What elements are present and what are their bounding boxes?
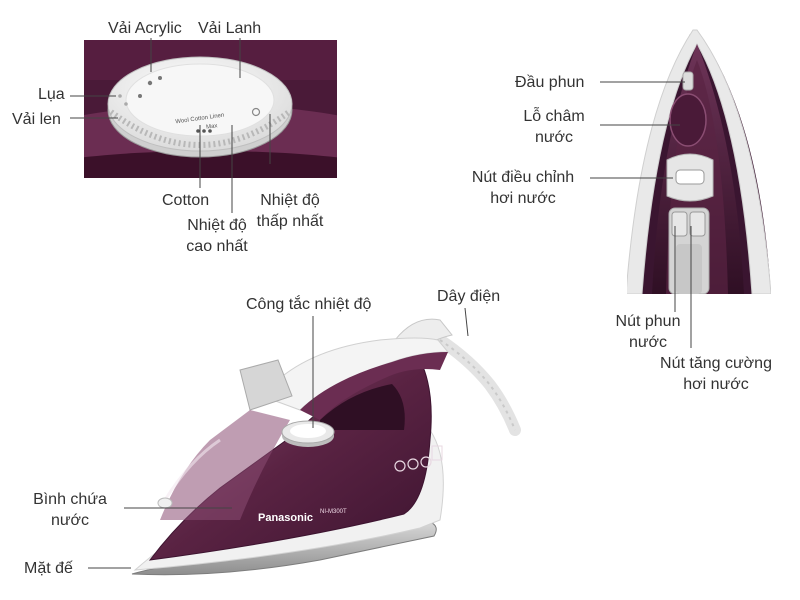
iron-main-photo: Panasonic NI-M300T <box>131 318 521 576</box>
label-burst-button-line2: hơi nước <box>683 376 749 393</box>
label-burst-button: Nút tăng cường hơi nước <box>652 353 780 395</box>
label-burst-button-line1: Nút tăng cường <box>660 355 772 372</box>
label-water-inlet-line1: Lỗ châm <box>523 108 585 125</box>
label-max-temp: Nhiệt độ cao nhất <box>176 215 258 257</box>
label-spray-button: Nút phun nước <box>606 311 690 353</box>
label-water-tank: Bình chứa nước <box>22 489 118 531</box>
label-max-temp-line2: cao nhất <box>186 238 248 255</box>
label-min-temp-line1: Nhiệt độ <box>260 192 320 209</box>
label-steam-control-line2: hơi nước <box>490 190 556 207</box>
label-water-inlet-line2: nước <box>534 129 574 146</box>
leader-lines <box>70 38 692 569</box>
label-wool: Vải len <box>12 111 61 128</box>
label-thermostat: Công tắc nhiệt độ <box>246 296 372 313</box>
model-number: NI-M300T <box>320 509 347 515</box>
label-silk: Lụa <box>38 86 65 103</box>
label-power-cord: Dây điện <box>437 288 501 305</box>
label-nozzle: Đầu phun <box>515 74 585 91</box>
power-cord-shape <box>434 334 521 436</box>
label-cotton: Cotton <box>162 192 210 209</box>
label-linen: Vải Lanh <box>198 20 262 37</box>
label-water-tank-line1: Bình chứa <box>33 491 107 508</box>
label-steam-control-line1: Nút điều chỉnh <box>471 169 575 186</box>
label-min-temp: Nhiệt độ thấp nhất <box>248 190 332 232</box>
iron-top-view-photo <box>627 20 771 294</box>
label-spray-button-line1: Nút phun <box>615 313 681 330</box>
label-steam-control: Nút điều chỉnh hơi nước <box>462 167 584 209</box>
label-water-inlet: Lỗ châm nước <box>512 106 596 148</box>
label-water-tank-line2: nước <box>50 512 90 529</box>
label-acrylic: Vải Acrylic <box>108 20 182 37</box>
label-soleplate: Mặt đế <box>24 560 73 577</box>
label-max-temp-line1: Nhiệt độ <box>187 217 247 234</box>
brand-logo: Panasonic <box>258 512 313 524</box>
dial-closeup-photo: Wool Cotton Linen Max <box>84 40 337 178</box>
label-spray-button-line2: nước <box>628 334 668 351</box>
dial-text-max: Max <box>206 123 218 131</box>
label-min-temp-line2: thấp nhất <box>256 213 324 230</box>
